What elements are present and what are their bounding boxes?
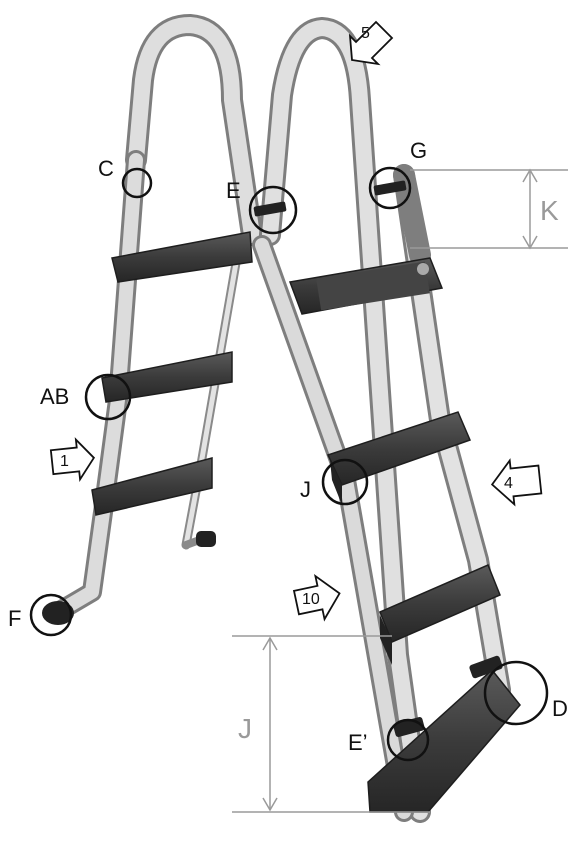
callout-circle-g [368, 166, 412, 210]
step-arrow-10-number: 10 [302, 591, 320, 608]
label-f: F [8, 606, 21, 631]
callout-circle-ab [84, 373, 132, 421]
callout-circle-c [121, 167, 153, 199]
label-c: C [98, 156, 114, 181]
inner-ladder-frame [252, 16, 521, 823]
step-arrow-4-number: 4 [504, 475, 513, 492]
step-arrow-5-number: 5 [361, 25, 370, 42]
label-e-prime: E’ [348, 730, 368, 755]
callout-circles [29, 166, 549, 762]
label-g: G [410, 138, 427, 163]
callout-circle-d [483, 660, 549, 726]
step-arrow-1: 1 [49, 437, 96, 483]
outer-ladder-frame [42, 13, 263, 625]
label-j-lower: J [238, 713, 252, 744]
label-e: E [226, 178, 241, 203]
dimension-k [410, 168, 568, 250]
callout-circle-e [248, 185, 298, 235]
step-arrow-10: 10 [292, 573, 341, 622]
dimension-j [232, 635, 430, 813]
label-d: D [552, 696, 568, 721]
label-j-upper: J [300, 477, 311, 502]
step-arrow-1-number: 1 [60, 453, 69, 470]
step-arrow-5: 5 [348, 20, 394, 66]
callout-circle-f [29, 593, 73, 637]
label-k: K [540, 195, 559, 226]
callout-circle-j [321, 458, 369, 506]
label-ab: AB [40, 384, 69, 409]
step-arrow-4: 4 [490, 458, 543, 507]
callout-circle-e-prime [386, 718, 430, 762]
